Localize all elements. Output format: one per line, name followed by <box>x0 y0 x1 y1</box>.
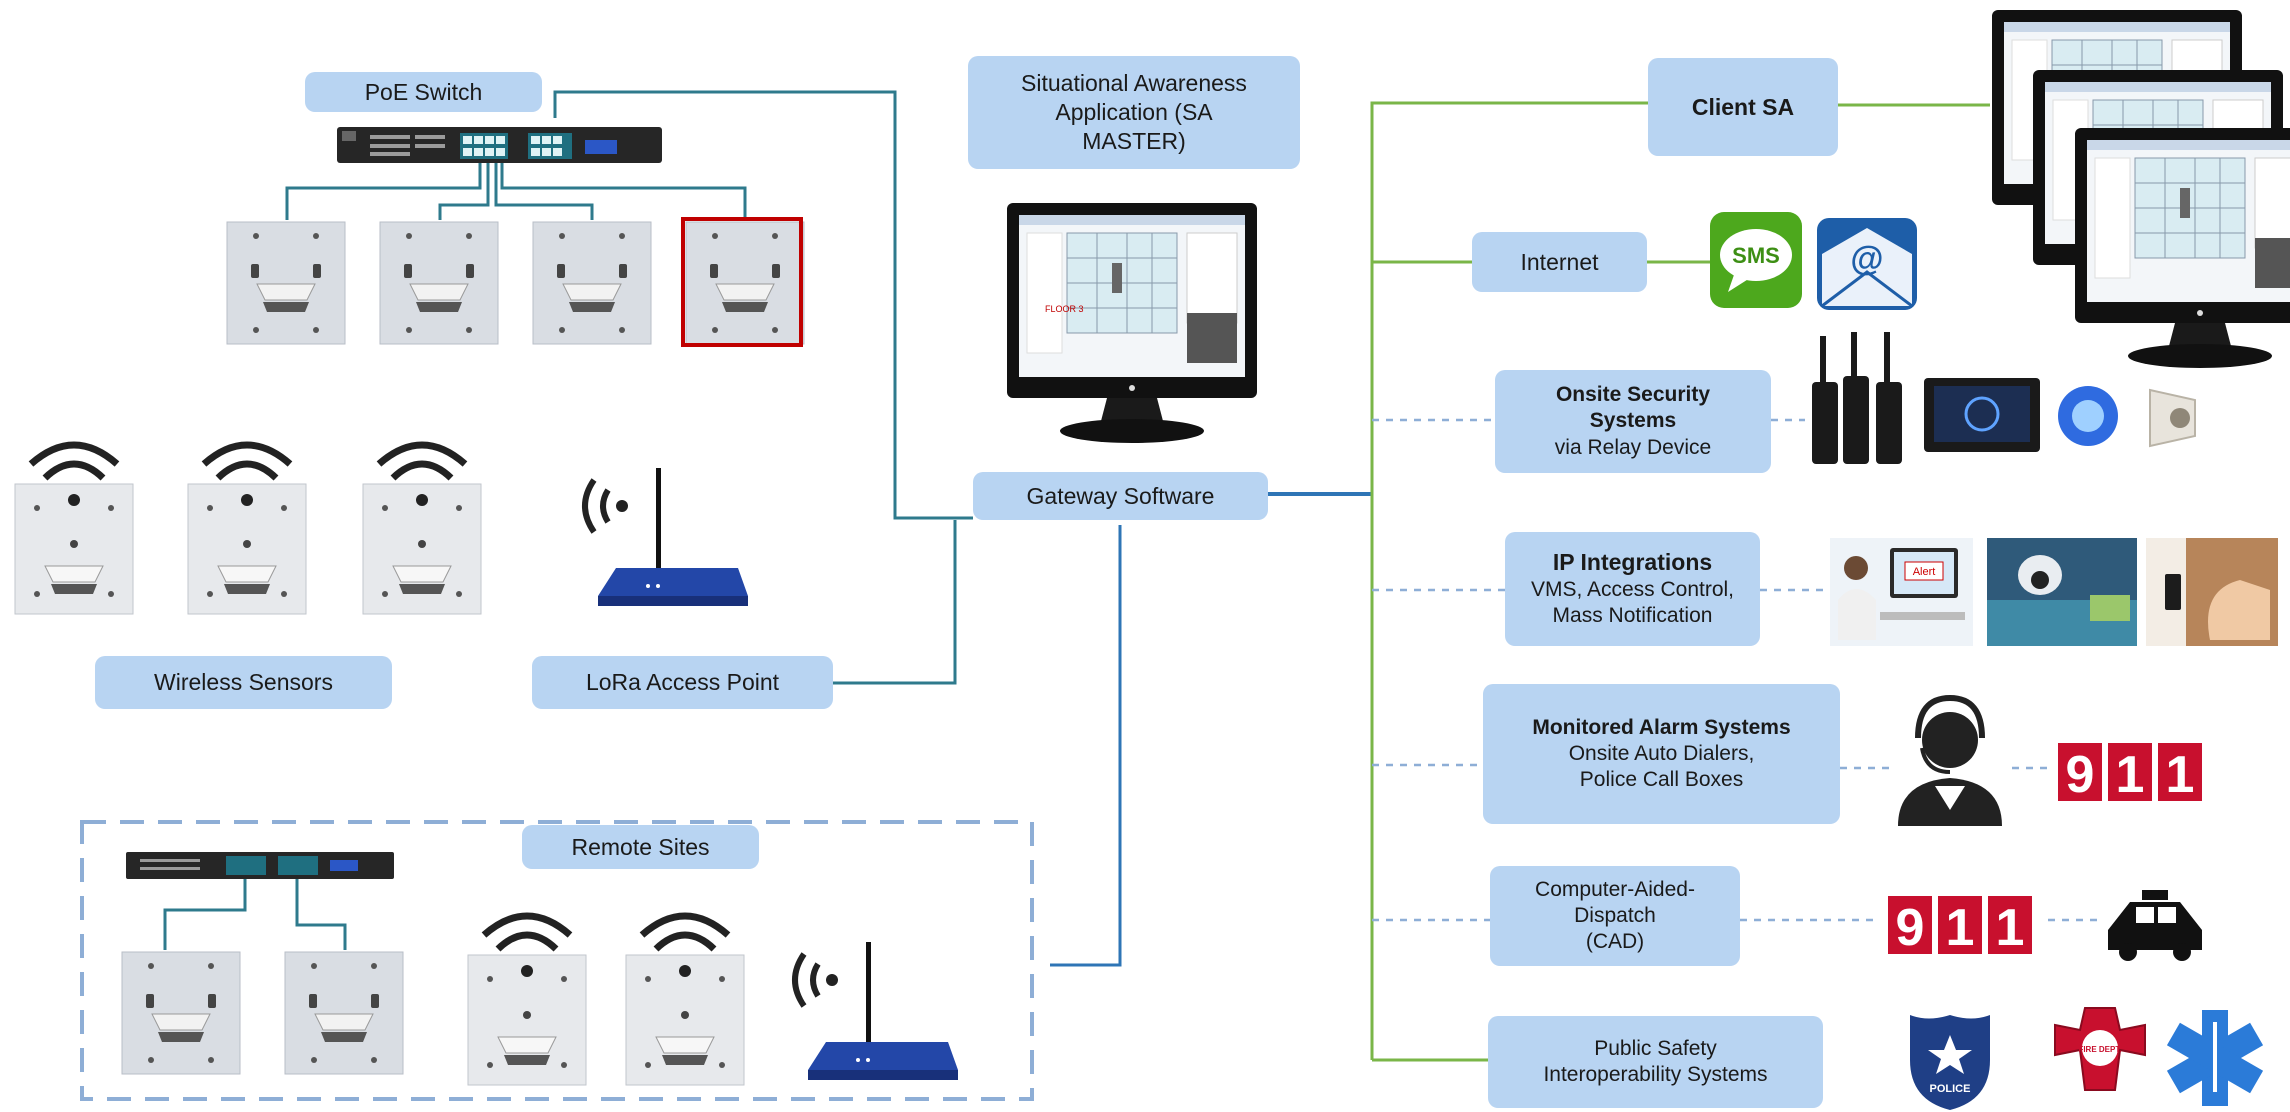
ip-integrations-text-line2: VMS, Access Control, <box>1530 578 1735 602</box>
poe-switch-text: PoE Switch <box>364 78 483 105</box>
onsite-security-text-line2: Systems <box>1589 409 1677 433</box>
poe-switch-label: PoE Switch <box>305 72 542 112</box>
client-sa-label: Client SA <box>1648 58 1838 156</box>
ip-integrations-text-line1: IP Integrations <box>1552 549 1713 576</box>
vms-operator-image: Alert <box>1830 538 1973 646</box>
svg-text:9: 9 <box>2066 746 2095 804</box>
ip-integrations-text-line3: Mass Notification <box>1552 604 1713 628</box>
wireless-sensor-1 <box>15 445 133 614</box>
gateway-software-text: Gateway Software <box>1026 482 1215 509</box>
wired-sensor-3 <box>532 221 652 345</box>
monitored-alarm-text-line1: Monitored Alarm Systems <box>1532 715 1791 739</box>
switch-to-sensor-4-line <box>500 160 747 220</box>
remote-wired-sensor-1 <box>121 951 241 1075</box>
sa-master-text-line2: Application (SA <box>1055 99 1213 126</box>
remote-lora-access-point-device <box>795 942 958 1080</box>
access-control-image <box>2146 538 2278 646</box>
internet-text: Internet <box>1520 248 1599 275</box>
remote-sites-label: Remote Sites <box>522 825 759 869</box>
lora-access-point-text: LoRa Access Point <box>585 669 780 696</box>
public-safety-label: Public Safety Interoperability Systems <box>1488 1016 1823 1108</box>
svg-text:1: 1 <box>2116 746 2145 804</box>
cad-text-line3: (CAD) <box>1585 930 1645 954</box>
onsite-security-text-line3: via Relay Device <box>1554 435 1712 459</box>
speaker-icon <box>2149 388 2196 448</box>
svg-text:FIRE DEPT.: FIRE DEPT. <box>2078 1045 2121 1054</box>
star-of-life-icon <box>2166 1010 2264 1106</box>
connector-lines <box>285 90 2100 1062</box>
svg-text:@: @ <box>1850 240 1883 278</box>
svg-text:POLICE: POLICE <box>1930 1083 1971 1095</box>
svg-text:SMS: SMS <box>1732 243 1780 268</box>
ip-integrations-label: IP Integrations VMS, Access Control, Mas… <box>1505 532 1760 646</box>
strobe-light-icon <box>2058 386 2118 446</box>
remote-wireless-sensor-1 <box>468 916 586 1085</box>
wired-sensor-2 <box>379 221 499 345</box>
police-badge-icon: POLICE <box>1910 1015 1990 1110</box>
wireless-sensor-3 <box>363 445 481 614</box>
remote-sites-frame <box>80 820 1034 1101</box>
svg-text:1: 1 <box>1946 899 1975 957</box>
monitored-alarm-text-line2: Onsite Auto Dialers, <box>1568 741 1755 765</box>
wired-sensor-4-highlight <box>681 217 803 347</box>
onsite-security-text-line1: Onsite Security <box>1555 383 1711 407</box>
wireless-sensors-label: Wireless Sensors <box>95 656 392 709</box>
onsite-security-label: Onsite Security Systems via Relay Device <box>1495 370 1771 473</box>
sa-master-text-line1: Situational Awareness <box>1021 70 1247 97</box>
radio-icons <box>1812 332 1902 464</box>
sa-master-text-line3: MASTER) <box>1082 127 1186 154</box>
client-sa-text: Client SA <box>1691 93 1795 120</box>
remote-wired-sensor-2 <box>284 951 404 1075</box>
poe-switch-device <box>337 127 662 163</box>
svg-text:9: 9 <box>1896 899 1925 957</box>
remote-poe-switch-device <box>126 852 394 879</box>
control-panel-icon <box>1924 378 2040 452</box>
cad-text-line2: Dispatch <box>1574 903 1656 927</box>
public-safety-text-line1: Public Safety <box>1594 1036 1717 1060</box>
internet-label: Internet <box>1472 232 1647 292</box>
svg-text:Alert: Alert <box>1913 566 1936 578</box>
remote-to-gateway-line <box>1050 525 1122 967</box>
wired-sensor-4 <box>685 221 805 345</box>
monitored-alarm-label: Monitored Alarm Systems Onsite Auto Dial… <box>1483 684 1840 824</box>
lora-access-point-device <box>585 468 748 606</box>
emergency-911-icon-2: 9 1 1 <box>1888 896 2032 957</box>
remote-switch-to-sensor-2-line <box>295 879 347 950</box>
lora-to-gateway-line <box>833 520 957 685</box>
green-bus-line <box>1370 101 1650 1060</box>
svg-text:1: 1 <box>1996 899 2025 957</box>
gateway-software-label: Gateway Software <box>973 472 1268 520</box>
remote-sites-text: Remote Sites <box>571 833 710 860</box>
wireless-sensor-2 <box>188 445 306 614</box>
fire-department-icon: FIRE DEPT. <box>2054 1007 2146 1091</box>
wireless-sensors-text: Wireless Sensors <box>154 669 333 696</box>
switch-to-sensor-3-line <box>494 160 594 220</box>
cad-text-line1: Computer-Aided- <box>1535 877 1695 901</box>
svg-text:1: 1 <box>2166 746 2195 804</box>
sa-master-label: Situational Awareness Application (SA MA… <box>968 56 1300 169</box>
lora-access-point-label: LoRa Access Point <box>532 656 833 709</box>
cad-label: Computer-Aided- Dispatch (CAD) <box>1490 866 1740 966</box>
sms-icon: SMS <box>1710 212 1802 308</box>
email-icon: @ <box>1817 218 1917 310</box>
remote-wireless-sensor-2 <box>626 916 744 1085</box>
police-car-icon <box>2108 890 2202 961</box>
security-camera-image <box>1987 538 2137 646</box>
switch-to-sensor-1-line <box>285 160 482 220</box>
emergency-911-icon-1: 9 1 1 <box>2058 743 2202 804</box>
public-safety-text-line2: Interoperability Systems <box>1543 1063 1768 1086</box>
sa-master-floor-label: FLOOR 3 <box>1045 304 1084 314</box>
switch-to-sensor-2-line <box>438 160 490 220</box>
dispatcher-operator-icon <box>1898 694 2002 826</box>
monitored-alarm-text-line3: Police Call Boxes <box>1579 768 1744 792</box>
wired-sensor-1 <box>226 221 346 345</box>
remote-switch-to-sensor-1-line <box>163 879 247 950</box>
poe-to-gateway-line <box>553 90 973 520</box>
sa-master-monitor <box>1006 202 1258 444</box>
client-sa-monitor-3 <box>2074 127 2290 369</box>
